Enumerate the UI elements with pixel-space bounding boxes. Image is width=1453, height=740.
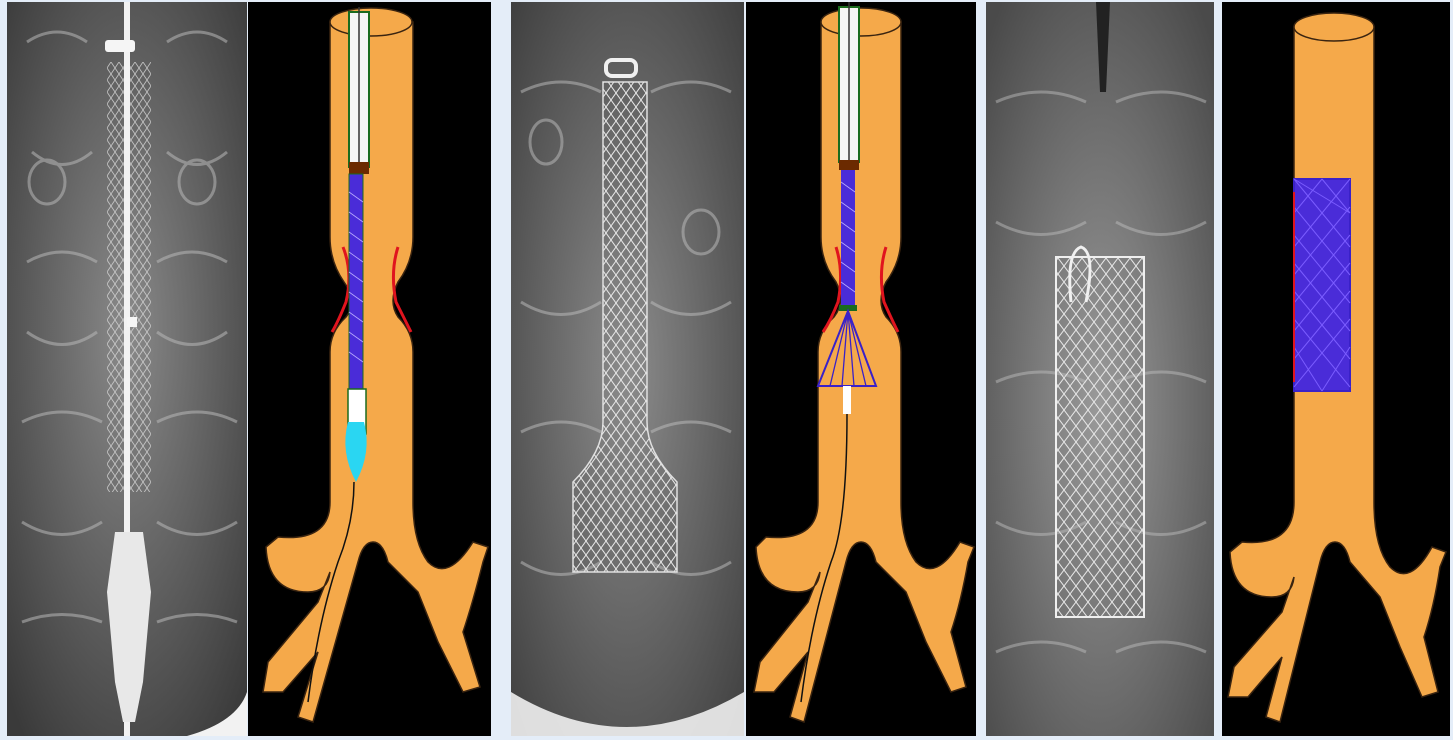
schematic-panel-deployed	[1222, 2, 1450, 736]
deployed-stent	[1056, 257, 1144, 617]
xray-panel-deployed	[986, 2, 1214, 736]
xray-panel-delivery	[7, 2, 247, 736]
deployed-stent-schematic	[1294, 179, 1350, 391]
schematic-panel-partial	[746, 2, 976, 736]
catheter-tip-marker	[105, 40, 135, 52]
xray-panel-partial	[511, 2, 744, 736]
schematic-panel-delivery	[248, 2, 491, 736]
